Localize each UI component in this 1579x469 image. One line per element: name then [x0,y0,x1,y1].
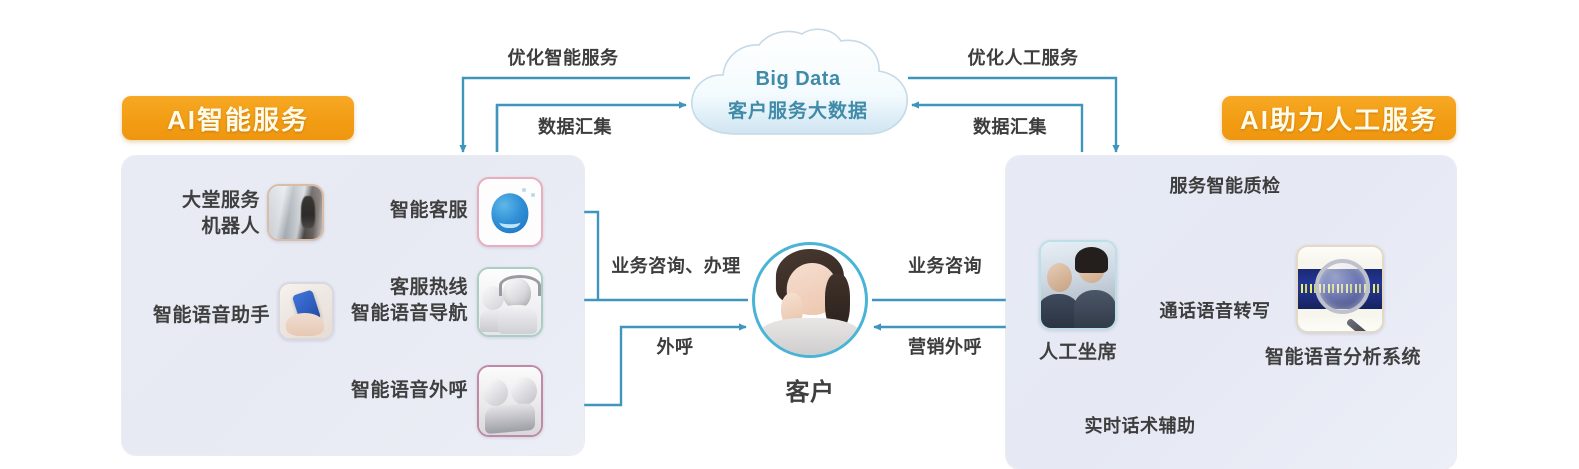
label-smart-voice-outbound: 智能语音外呼 [350,380,468,401]
flow-label-marketing-outbound: 营销外呼 [908,337,982,357]
outbound-voice-machine-photo[interactable] [477,365,543,437]
cloud-shape-icon [691,28,908,135]
flow-label-realtime-script-assist: 实时话术辅助 [1084,416,1196,436]
flow-label-business-consult-handle: 业务咨询、办理 [611,256,741,276]
label-hotline-voice-navigation: 客服热线 智能语音导航 [350,277,468,324]
flow-label-business-consult: 业务咨询 [908,256,982,276]
flow-label-data-aggregation-right: 数据汇集 [973,117,1047,137]
big-data-cloud[interactable]: Big Data 客户服务大数据 [676,26,920,146]
flow-label-optimize-human-service: 优化人工服务 [967,48,1079,68]
smart-chatbot-icon[interactable] [477,177,543,247]
badge-ai-smart-service[interactable]: AI智能服务 [122,96,354,140]
label-smart-customer-service: 智能客服 [389,200,468,221]
label-lobby-service-robot: 大堂服务 机器人 [181,190,260,237]
lobby-robot-photo[interactable] [267,184,324,241]
label-customer: 客户 [785,379,835,406]
label-smart-voice-assistant: 智能语音助手 [152,305,270,326]
flow-label-service-quality-inspection: 服务智能质检 [1169,176,1281,196]
badge-ai-assisted-human-service[interactable]: AI助力人工服务 [1222,96,1456,140]
voice-assistant-phone-photo[interactable] [278,282,334,340]
flow-label-optimize-smart-service: 优化智能服务 [507,48,619,68]
human-agents-photo[interactable] [1039,240,1117,330]
flow-label-data-aggregation-left: 数据汇集 [538,117,612,137]
hotline-robot-photo[interactable] [477,267,543,337]
flow-label-call-voice-transcription: 通话语音转写 [1159,301,1271,321]
label-human-agent: 人工坐席 [1038,342,1117,363]
label-voice-analysis-system: 智能语音分析系统 [1264,347,1421,368]
voice-analysis-icon[interactable] [1296,245,1384,333]
customer-avatar[interactable] [752,242,868,358]
flow-label-outbound-call: 外呼 [656,337,694,357]
